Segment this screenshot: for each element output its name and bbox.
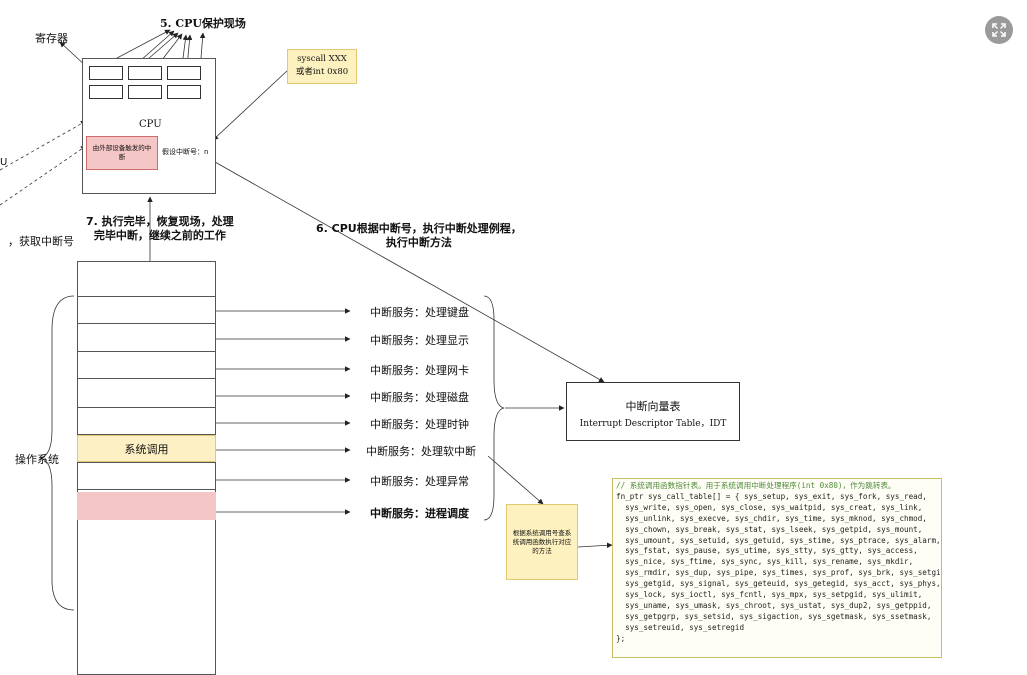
memory-block (77, 462, 216, 490)
dashed-line-2 (0, 145, 87, 206)
register-cell (89, 66, 123, 80)
syscall-to-cpu-arrow (212, 69, 289, 141)
register-cell (128, 85, 162, 99)
code-line: }; (616, 633, 626, 643)
memory-block (77, 351, 216, 379)
idt-title: 中断向量表 (625, 400, 681, 413)
service-keyboard: 中断服务：处理键盘 (370, 306, 469, 319)
service-exception: 中断服务：处理异常 (370, 475, 469, 488)
step7-label: 7. 执行完毕，恢复现场，处理 完毕中断，继续之前的工作 (86, 215, 234, 243)
service-network: 中断服务：处理网卡 (370, 364, 469, 377)
step7-line1: 7. 执行完毕，恢复现场，处理 (86, 215, 234, 228)
code-line: fn_ptr sys_call_table[] = { sys_setup, s… (616, 491, 927, 501)
register-cell (167, 66, 201, 80)
step5-label: 5. CPU保护现场 (160, 17, 246, 30)
idt-subtitle: Interrupt Descriptor Table，IDT (579, 419, 727, 429)
interrupt-number-label: 假设中断号：n (162, 148, 209, 156)
step6-line1: 6. CPU根据中断号，执行中断处理例程， (316, 222, 522, 235)
note-to-code-arrow (577, 542, 613, 549)
step6-line2: 执行中断方法 (385, 236, 452, 249)
service-scheduler: 中断服务：进程调度 (370, 507, 469, 520)
syscall-block: 系统调用 (77, 435, 216, 462)
cpu-to-idt-arrow (214, 161, 605, 383)
memory-block (77, 407, 216, 435)
syscall-note-line2: 或者int 0x80 (295, 67, 349, 77)
cpu-label: CPU (139, 119, 162, 130)
code-comment: // 系统调用函数指针表。用于系统调用中断处理程序(int 0x80)，作为跳转… (616, 481, 896, 490)
code-box: // 系统调用函数指针表。用于系统调用中断处理程序(int 0x80)，作为跳转… (612, 478, 942, 658)
code-line: sys_chown, sys_break, sys_stat, sys_lsee… (616, 524, 923, 534)
code-line: sys_umount, sys_setuid, sys_getuid, sys_… (616, 535, 941, 545)
code-line: sys_getgid, sys_signal, sys_geteuid, sys… (616, 579, 941, 589)
register-cell (128, 66, 162, 80)
code-line: sys_uname, sys_umask, sys_chroot, sys_us… (616, 600, 932, 610)
register-cell (167, 85, 201, 99)
code-line: sys_unlink, sys_execve, sys_chdir, sys_t… (616, 513, 927, 523)
code-line: sys_nice, sys_ftime, sys_sync, sys_kill,… (616, 557, 914, 567)
service-display: 中断服务：处理显示 (370, 334, 469, 347)
scheduler-block (77, 492, 216, 520)
expand-icon (992, 23, 1006, 37)
left-cut-label-u: U (0, 157, 8, 168)
register-label: 寄存器 (35, 32, 68, 45)
os-label: 操作系统 (15, 453, 59, 466)
code-lines: fn_ptr sys_call_table[] = { sys_setup, s… (616, 491, 942, 645)
code-line: sys_lock, sys_ioctl, sys_fcntl, sys_mpx,… (616, 590, 923, 600)
code-line: sys_setreuid, sys_setregid (616, 622, 745, 632)
services-brace (483, 295, 505, 521)
cpu-pin-note: 由外部设备触发的中断 (86, 136, 158, 170)
service-softirq: 中断服务：处理软中断 (366, 445, 476, 458)
syscall-note-line1: syscall XXX (297, 54, 347, 64)
code-line: sys_rmdir, sys_dup, sys_pipe, sys_times,… (616, 568, 942, 578)
code-line: sys_write, sys_open, sys_close, sys_wait… (616, 502, 923, 512)
os-brace (39, 295, 75, 611)
expand-button[interactable] (985, 16, 1013, 44)
syscall-note: syscall XXX 或者int 0x80 (287, 49, 357, 84)
cpu-box (82, 58, 216, 194)
dashed-line-1 (0, 120, 87, 171)
service-disk: 中断服务：处理磁盘 (370, 391, 469, 404)
code-line: sys_getpgrp, sys_setsid, sys_sigaction, … (616, 611, 932, 621)
softirq-to-note-arrow (487, 455, 544, 505)
step6-label: 6. CPU根据中断号，执行中断处理例程， 执行中断方法 (316, 222, 522, 250)
step7-line2: 完毕中断，继续之前的工作 (93, 229, 226, 242)
left-cut-label-get: ，获取中断号 (8, 235, 74, 248)
idt-box: 中断向量表 Interrupt Descriptor Table，IDT (566, 382, 740, 441)
register-cell (89, 85, 123, 99)
memory-block (77, 296, 216, 324)
syscall-lookup-note: 根据系统调用号查系统调用函数执行对应的方法 (506, 504, 578, 580)
service-clock: 中断服务：处理时钟 (370, 418, 469, 431)
code-line: sys_fstat, sys_pause, sys_utime, sys_stt… (616, 546, 918, 556)
